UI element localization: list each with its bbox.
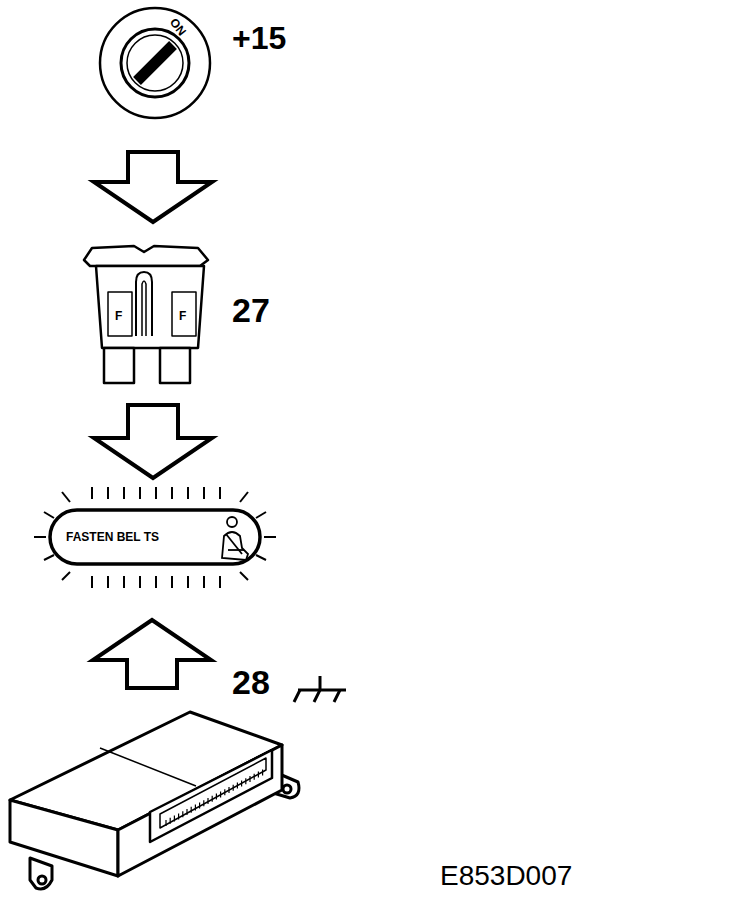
node-outline bbox=[98, 6, 212, 120]
glow-ray bbox=[187, 487, 189, 499]
pin-stroke bbox=[191, 807, 192, 813]
callout-number: 28 bbox=[232, 665, 270, 699]
glow-ray bbox=[264, 536, 276, 538]
glow-ray bbox=[155, 576, 157, 588]
glow-ray bbox=[240, 492, 248, 502]
glow-ray bbox=[203, 487, 205, 499]
glow-ray bbox=[155, 487, 157, 499]
glow-ray bbox=[62, 572, 70, 580]
pin-stroke bbox=[199, 802, 200, 808]
pin-stroke bbox=[254, 774, 255, 780]
glow-ray bbox=[219, 487, 221, 499]
lamp-glow bbox=[34, 487, 276, 588]
callout-number: 27 bbox=[232, 293, 270, 327]
pin-stroke bbox=[220, 791, 221, 797]
glow-ray bbox=[107, 576, 109, 588]
fuse-blade bbox=[160, 348, 190, 383]
glow-ray bbox=[91, 576, 93, 588]
glow-ray bbox=[203, 576, 205, 588]
pin-stroke bbox=[216, 794, 217, 800]
key-cylinder-inner bbox=[127, 35, 183, 91]
fuse-blade bbox=[104, 348, 134, 383]
glow-ray bbox=[187, 576, 189, 588]
glow-ray bbox=[256, 555, 266, 560]
glow-ray bbox=[44, 555, 54, 560]
glow-ray bbox=[123, 576, 125, 588]
lamp-text: FASTEN BEL TS bbox=[66, 531, 159, 543]
glow-ray bbox=[44, 512, 54, 518]
pin-stroke bbox=[245, 778, 246, 784]
glow-ray bbox=[139, 576, 141, 588]
marking: F bbox=[179, 310, 186, 322]
seatbelt-icon bbox=[222, 517, 248, 560]
glow-ray bbox=[240, 572, 248, 580]
pin-stroke bbox=[249, 776, 250, 782]
fuse-element bbox=[142, 281, 146, 336]
pin-stroke bbox=[203, 800, 204, 806]
glow-ray bbox=[91, 487, 93, 499]
glow-ray bbox=[219, 576, 221, 588]
key-slot bbox=[137, 45, 173, 81]
switch-body bbox=[100, 8, 210, 118]
pin-stroke bbox=[174, 816, 175, 822]
glow-ray bbox=[62, 492, 70, 502]
up-arrow bbox=[93, 620, 211, 688]
fuse-cap bbox=[84, 246, 208, 266]
pin-stroke bbox=[195, 805, 196, 811]
ignition-switch: ON bbox=[98, 6, 212, 120]
figure-number: E853D007 bbox=[440, 862, 572, 890]
callout-number: +15 bbox=[232, 22, 286, 54]
pin-stroke bbox=[228, 787, 229, 793]
pin-stroke bbox=[170, 818, 171, 824]
terminal-window bbox=[172, 292, 196, 336]
glow-ray bbox=[123, 487, 125, 499]
pin-stroke bbox=[212, 796, 213, 802]
block-arrow bbox=[94, 405, 212, 478]
block-arrow bbox=[94, 152, 212, 222]
pin-stroke bbox=[178, 813, 179, 819]
fuse-element bbox=[136, 272, 152, 336]
pin-stroke bbox=[182, 811, 183, 817]
fuse-body bbox=[96, 266, 204, 348]
pin-stroke bbox=[224, 789, 225, 795]
marking: F bbox=[115, 310, 122, 322]
ground-symbol bbox=[294, 676, 346, 702]
pin-stroke bbox=[186, 809, 187, 815]
pin-stroke bbox=[237, 783, 238, 789]
control-unit bbox=[10, 712, 299, 889]
glow-ray bbox=[139, 487, 141, 499]
terminal-window bbox=[108, 292, 132, 336]
glow-ray bbox=[256, 512, 266, 518]
key-cylinder bbox=[121, 29, 189, 97]
glow-ray bbox=[34, 536, 46, 538]
glow-ray bbox=[171, 487, 173, 499]
pin-stroke bbox=[233, 785, 234, 791]
warning-lamp: FASTEN BEL TS bbox=[48, 508, 262, 566]
pin-stroke bbox=[165, 820, 166, 826]
pin-stroke bbox=[207, 798, 208, 804]
lamp-lens bbox=[50, 510, 260, 564]
glow-ray bbox=[107, 487, 109, 499]
pin-stroke bbox=[241, 780, 242, 786]
fuse: FF bbox=[78, 232, 212, 385]
glow-ray bbox=[171, 576, 173, 588]
node-outline bbox=[78, 232, 212, 385]
pin-stroke bbox=[262, 769, 263, 775]
pin-stroke bbox=[258, 772, 259, 778]
